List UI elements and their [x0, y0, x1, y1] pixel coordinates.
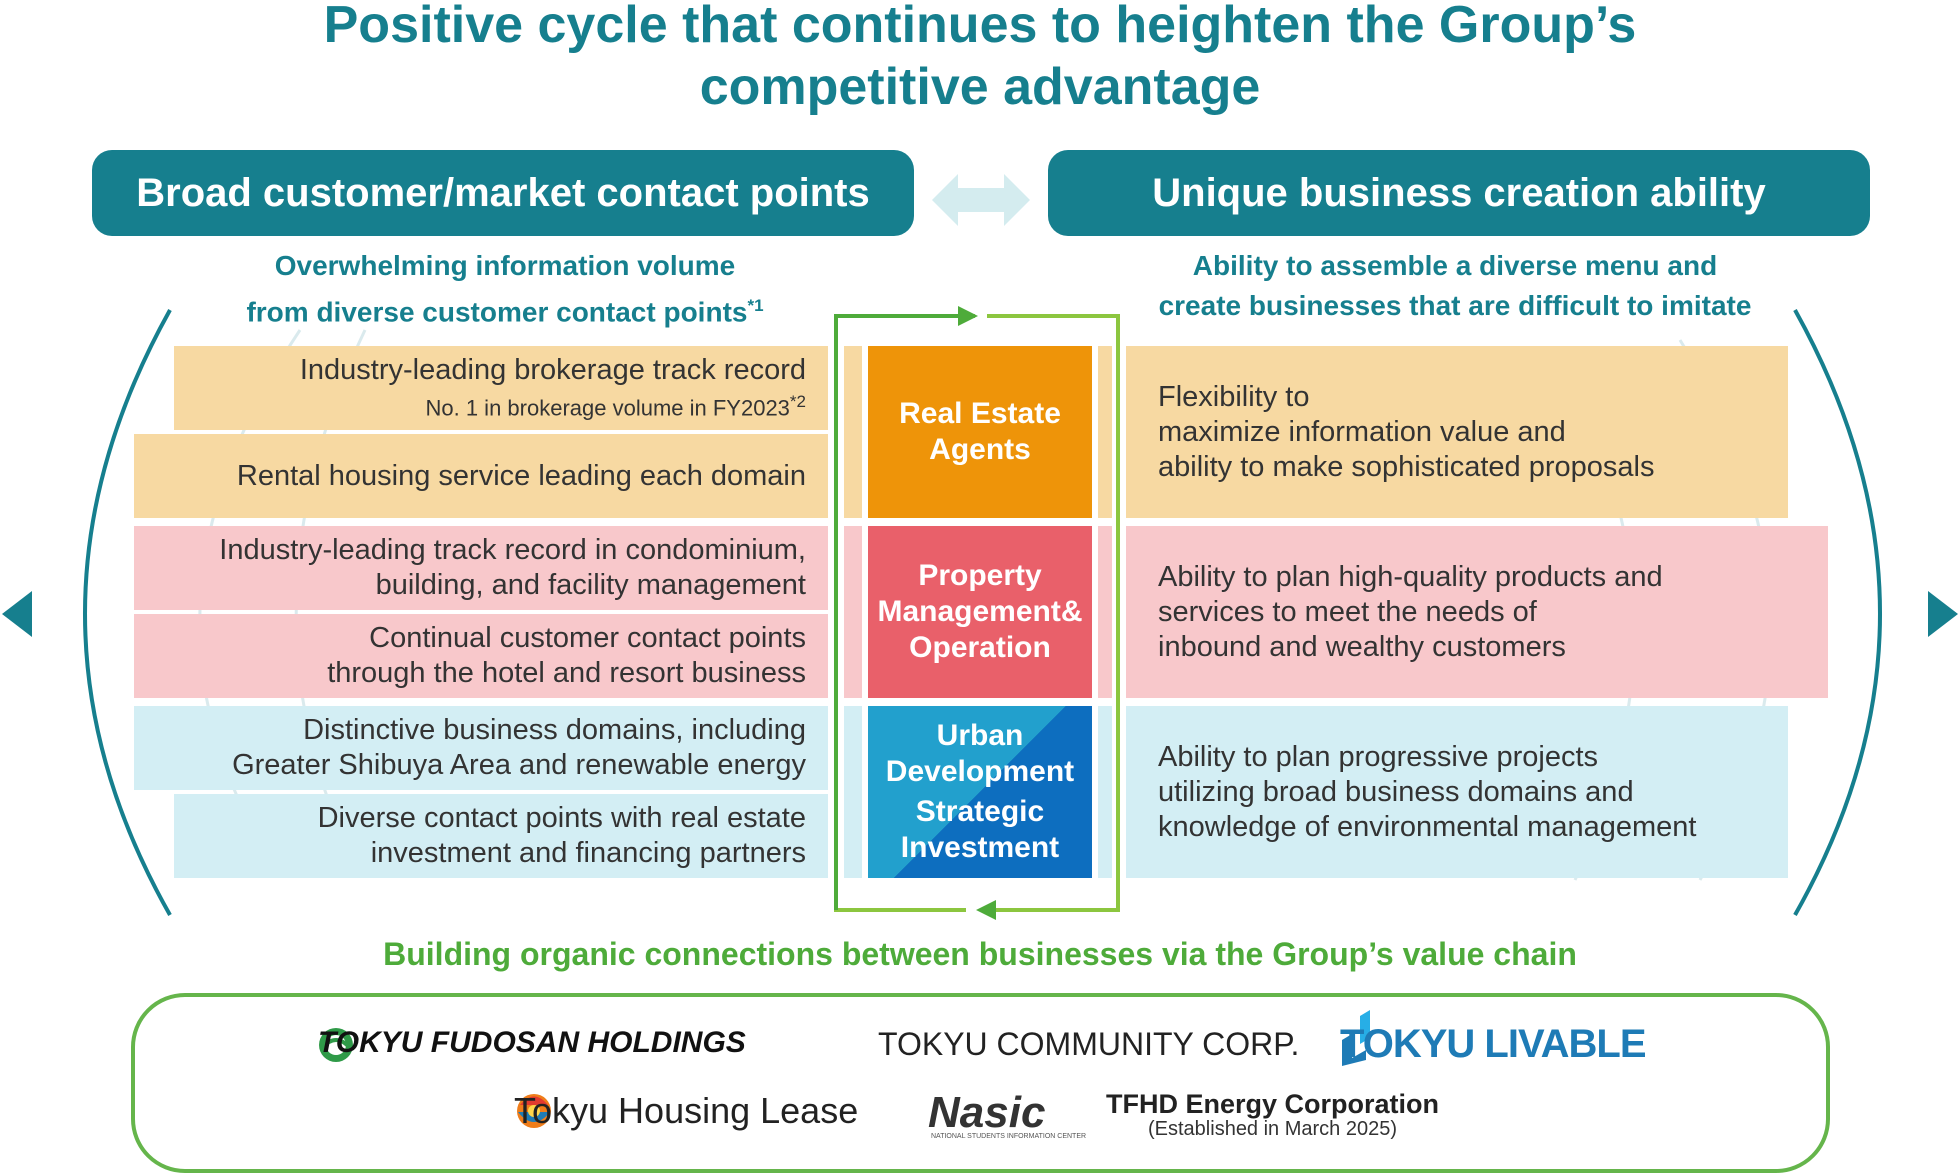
left-item-condominium-line-1: Industry-leading track record in condomi…	[219, 534, 806, 566]
category-urban-line-1: Urban	[936, 719, 1024, 752]
company-list-box	[131, 993, 1830, 1173]
left-item-brokerage-footnote: *2	[789, 392, 806, 412]
left-item-condominium-line-2: building, and facility management	[375, 569, 806, 601]
company-tokyu-fudosan-holdings: TOKYU FUDOSAN HOLDINGS	[318, 1026, 746, 1059]
subhead-left-line-1: Overwhelming information volume	[274, 250, 736, 281]
category-property-line-2: Management&	[877, 595, 1083, 628]
company-nasic-subtitle: NATIONAL STUDENTS INFORMATION CENTER	[931, 1133, 1087, 1140]
arc-left	[83, 309, 172, 916]
company-tfhd-energy: TFHD Energy Corporation	[1106, 1089, 1440, 1119]
subhead-left-line-2-text: from diverse customer contact points	[246, 296, 748, 328]
cycle-arrow-top-icon	[958, 306, 978, 326]
left-item-brokerage: Industry-leading brokerage track record …	[174, 346, 828, 430]
cycle-loop-gradient-top	[834, 314, 970, 910]
subhead-right-line-1: Ability to assemble a diverse menu and	[1192, 250, 1718, 281]
title-line-1: Positive cycle that continues to heighte…	[323, 0, 1637, 54]
left-item-hotel-line-1: Continual customer contact points	[369, 622, 806, 654]
category-property-management: Property Management& Operation	[868, 526, 1092, 698]
strip-left-orange	[844, 346, 862, 518]
right-item-flexibility-line-3: ability to make sophisticated proposals	[1158, 450, 1655, 483]
right-item-flexibility-line-1: Flexibility to	[1158, 380, 1310, 413]
right-item-flexibility-line-2: maximize information value and	[1158, 415, 1566, 448]
right-item-progressive: Ability to plan progressive projects uti…	[1126, 706, 1788, 878]
subhead-left-line-2: from diverse customer contact points*1	[170, 286, 840, 332]
right-item-high-quality: Ability to plan high-quality products an…	[1126, 526, 1828, 698]
subhead-left: Overwhelming information volume from div…	[170, 246, 840, 332]
right-item-high-quality-line-3: inbound and wealthy customers	[1158, 630, 1566, 663]
banner-business-creation: Unique business creation ability	[1048, 150, 1870, 236]
left-item-hotel: Continual customer contact points throug…	[134, 614, 828, 698]
left-item-brokerage-text: Industry-leading brokerage track record	[299, 354, 806, 387]
company-tokyu-community: TOKYU COMMUNITY CORP.	[878, 1026, 1300, 1062]
strip-right-orange	[1098, 346, 1112, 518]
cycle-loop-bottom-right	[985, 314, 1120, 912]
left-item-shibuya: Distinctive business domains, including …	[134, 706, 828, 790]
left-item-investment: Diverse contact points with real estate …	[174, 794, 828, 878]
banner-contact-points: Broad customer/market contact points	[92, 150, 914, 236]
right-item-progressive-line-2: utilizing broad business domains and	[1158, 775, 1634, 808]
right-item-high-quality-line-2: services to meet the needs of	[1158, 595, 1537, 628]
value-chain-label: Building organic connections between bus…	[383, 936, 1577, 972]
left-item-condominium: Industry-leading track record in condomi…	[134, 526, 828, 610]
thl-logo-icon	[517, 1094, 551, 1128]
category-strategic-line-2: Investment	[900, 831, 1060, 864]
company-tokyu-housing-lease: Tokyu Housing Lease	[514, 1090, 859, 1131]
strip-right-blue	[1098, 706, 1112, 878]
company-tfhd-energy-note: (Established in March 2025)	[1148, 1118, 1398, 1140]
strip-left-pink	[844, 526, 862, 698]
left-item-rental-text: Rental housing service leading each doma…	[236, 459, 806, 492]
right-item-progressive-line-3: knowledge of environmental management	[1158, 810, 1697, 843]
left-item-brokerage-sub-text: No. 1 in brokerage volume in FY2023	[425, 395, 790, 421]
company-nasic: Nasic	[928, 1088, 1046, 1137]
double-arrow-icon	[932, 174, 1030, 226]
category-property-line-1: Property	[918, 559, 1042, 592]
left-item-shibuya-line-2: Greater Shibuya Area and renewable energ…	[232, 749, 806, 781]
category-urban-development: Urban Development Strategic Investment	[868, 706, 1092, 878]
category-real-estate-line-2: Agents	[929, 433, 1031, 466]
company-tokyu-livable: TOKYU LIVABLE	[1340, 1022, 1647, 1066]
left-item-investment-line-1: Diverse contact points with real estate	[317, 802, 806, 834]
strip-left-blue	[844, 706, 862, 878]
category-real-estate-agents: Real Estate Agents	[868, 346, 1092, 518]
left-item-hotel-line-2: through the hotel and resort business	[327, 657, 806, 689]
cycle-arrow-bottom-icon	[976, 900, 996, 920]
left-item-shibuya-line-1: Distinctive business domains, including	[303, 714, 806, 746]
right-item-high-quality-line-1: Ability to plan high-quality products an…	[1158, 560, 1663, 593]
category-urban-line-2: Development	[885, 755, 1075, 788]
subhead-left-footnote: *1	[747, 296, 764, 315]
triangle-right-icon	[1928, 591, 1958, 637]
subhead-right-line-2: create businesses that are difficult to …	[1158, 290, 1752, 321]
right-item-progressive-line-1: Ability to plan progressive projects	[1158, 740, 1599, 773]
tfh-logo-icon	[319, 1028, 353, 1062]
strip-right-pink	[1098, 526, 1112, 698]
page-title: Positive cycle that continues to heighte…	[0, 0, 1960, 118]
title-line-2: competitive advantage	[699, 58, 1261, 116]
left-item-investment-line-2: investment and financing partners	[370, 837, 806, 869]
subhead-right: Ability to assemble a diverse menu and c…	[1110, 246, 1800, 326]
category-strategic-line-1: Strategic	[915, 795, 1045, 828]
right-item-flexibility: Flexibility to maximize information valu…	[1126, 346, 1788, 518]
left-item-rental: Rental housing service leading each doma…	[134, 434, 828, 518]
category-property-line-3: Operation	[909, 631, 1051, 664]
left-item-brokerage-sub: No. 1 in brokerage volume in FY2023*2	[425, 388, 806, 422]
tl-logo-icon	[1342, 1010, 1370, 1066]
arc-right	[1793, 309, 1882, 916]
category-real-estate-line-1: Real Estate	[899, 397, 1061, 430]
triangle-left-icon	[2, 591, 32, 637]
